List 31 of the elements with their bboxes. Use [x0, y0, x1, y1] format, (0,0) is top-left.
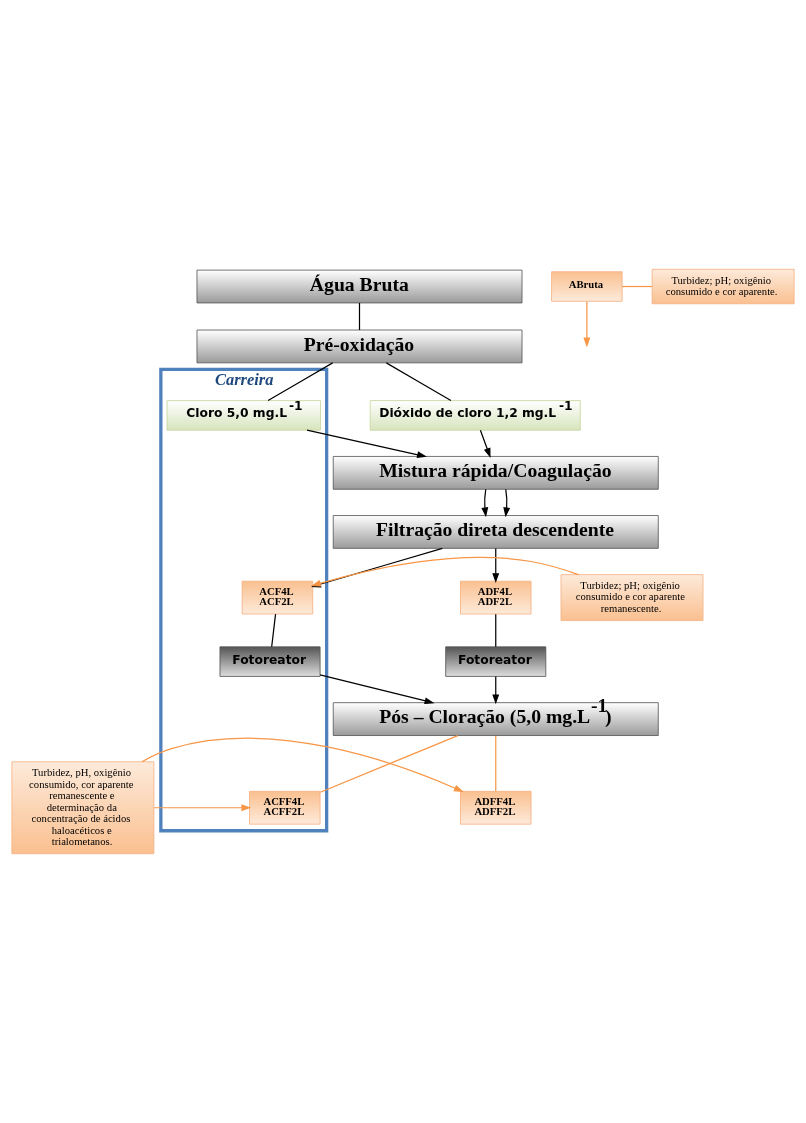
connector	[358, 302, 361, 331]
node-box: ACF4L ACF2L	[241, 580, 314, 615]
node-box: ADF4L ADF2L	[460, 580, 532, 615]
node-box: Fotoreator	[445, 646, 547, 677]
arrow	[583, 300, 591, 348]
node-box: Fotoreator	[219, 646, 321, 677]
node-box: Turbidez; pH; oxigênio consumido e cor aparente.	[651, 268, 795, 305]
node-box: Filtração direta descendente	[332, 515, 659, 549]
arrow	[503, 488, 511, 518]
connector	[495, 613, 497, 648]
node-box: Pré-oxidação	[196, 329, 523, 364]
arrow	[479, 429, 491, 458]
arrow	[141, 737, 464, 793]
node-box: ADFF4L ADFF2L	[460, 790, 532, 825]
node-box: Água Bruta	[196, 269, 523, 304]
connector	[271, 613, 277, 648]
connector	[385, 362, 452, 402]
arrow	[153, 804, 252, 812]
arrow	[492, 548, 500, 583]
node-box: ACFF4L ACFF2L	[249, 790, 321, 825]
arrow	[492, 675, 500, 705]
arrow	[306, 429, 427, 459]
node-box: Turbidez; pH; oxigênio consumido e cor aparente remanescente.	[560, 574, 704, 621]
arrow	[481, 488, 489, 518]
node-box: Turbidez, pH, oxigênio consumido, cor aparente remanescente e determinação da concentração de ácidos haloacéticos e trialometanos.	[11, 761, 155, 855]
node-box: Mistura rápida/Coagulação	[332, 456, 659, 490]
arrow	[319, 674, 435, 705]
connector	[495, 735, 497, 792]
connector	[621, 285, 653, 288]
connector	[319, 734, 459, 793]
node-box: ABruta	[551, 271, 623, 302]
